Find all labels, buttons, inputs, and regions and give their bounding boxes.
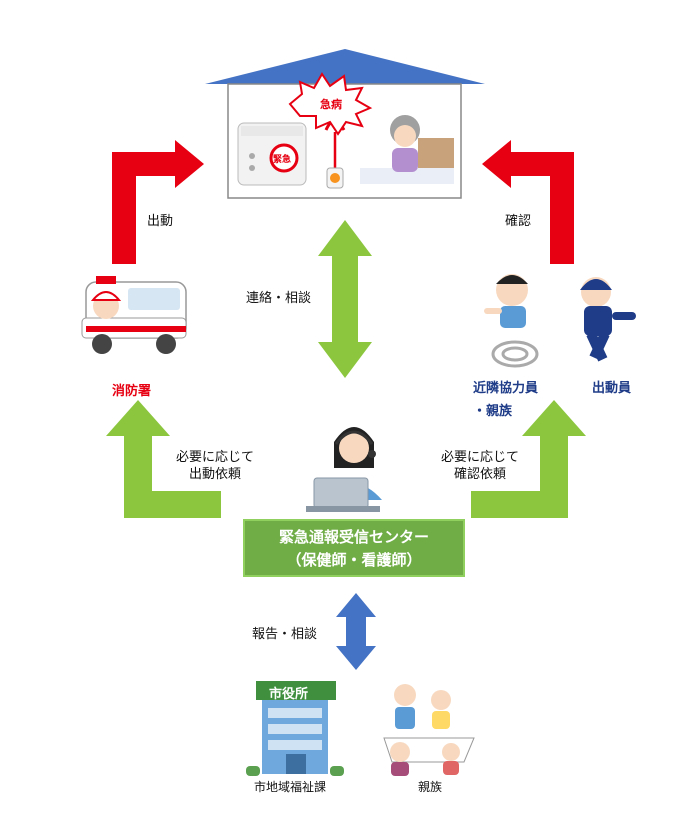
request-dispatch-line1: 必要に応じて	[175, 450, 254, 465]
contact-label: 連絡・相談	[246, 291, 312, 306]
pendant-icon	[324, 119, 346, 189]
dispatch-label: 出動	[147, 214, 174, 229]
neighbors-label: 近隣協力員 ・親族	[473, 380, 538, 420]
house	[205, 49, 485, 199]
family-icon	[383, 684, 475, 776]
operator-with-headset-icon	[306, 427, 382, 512]
emergency-call-center-box: 緊急通報受信センター （保健師・看護師）	[243, 519, 465, 577]
request-confirm-label: 必要に応じて 確認依頼	[430, 449, 530, 483]
responder-running-icon	[580, 277, 636, 362]
device-button-label: 緊急	[273, 155, 292, 165]
neighbor-running-icon	[484, 274, 539, 368]
house-roof	[205, 49, 485, 84]
request-confirm-green-arrow	[471, 400, 586, 518]
city-hall-icon	[246, 681, 344, 776]
sick-elderly-person-icon	[360, 115, 454, 184]
dispatch-red-arrow	[112, 140, 204, 264]
responder-label: 出動員	[592, 381, 632, 396]
emergency-device-icon	[237, 122, 307, 186]
emergency-burst-icon	[288, 72, 373, 136]
fire-department-label: 消防署	[112, 384, 152, 399]
request-dispatch-green-arrow	[106, 400, 221, 518]
request-dispatch-label: 必要に応じて 出動依頼	[165, 449, 265, 483]
confirm-red-arrow	[482, 140, 574, 264]
request-confirm-line1: 必要に応じて	[440, 450, 519, 465]
report-blue-arrow	[336, 593, 376, 670]
emergency-label: 急病	[320, 98, 342, 111]
contact-green-arrow	[318, 220, 372, 378]
request-confirm-line2: 確認依頼	[453, 467, 506, 482]
neighbors-line2: ・親族	[473, 404, 513, 419]
center-subtitle: （保健師・看護師）	[286, 551, 422, 569]
family-label: 親族	[418, 780, 443, 794]
neighbors-line1: 近隣協力員	[473, 381, 539, 396]
request-dispatch-line2: 出動依頼	[188, 467, 241, 482]
center-title: 緊急通報受信センター	[278, 528, 429, 546]
ambulance-icon	[81, 276, 187, 354]
city-hall-sign: 市役所	[269, 687, 309, 702]
report-label: 報告・相談	[252, 627, 318, 642]
city-section-label: 市地域福祉課	[254, 780, 327, 794]
confirm-label: 確認	[505, 214, 532, 229]
